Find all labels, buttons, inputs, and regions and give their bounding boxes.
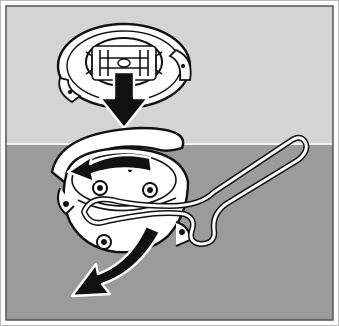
rotate-arrow-icon [66, 153, 154, 184]
panel-frame [5, 5, 334, 321]
wire-hook-tool-icon [81, 134, 310, 247]
filter-cap-top-view [56, 22, 192, 110]
curved-arrow-down-left-icon [70, 224, 162, 298]
arrow-down-icon [98, 70, 150, 130]
